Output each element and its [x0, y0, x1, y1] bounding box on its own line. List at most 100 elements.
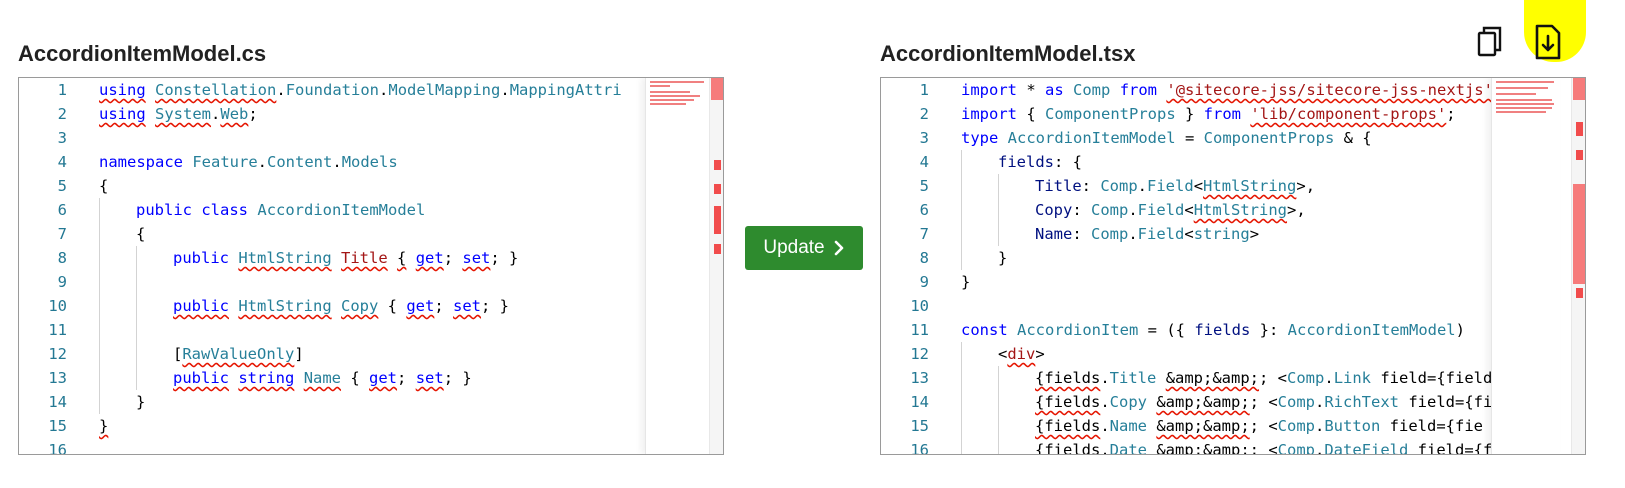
- code-token: AccordionItemModel: [257, 201, 426, 219]
- code-token: namespace: [99, 153, 183, 171]
- left-code-line[interactable]: 16: [19, 438, 723, 454]
- code-token: .: [1100, 417, 1110, 435]
- code-token: ;: [434, 297, 454, 315]
- code-token: {: [99, 177, 109, 195]
- code-token: [1241, 105, 1250, 123]
- right-code-line[interactable]: 10: [881, 294, 1585, 318]
- code-token: .: [379, 81, 389, 99]
- code-token: [1157, 81, 1166, 99]
- download-icon[interactable]: [1528, 22, 1568, 62]
- left-code-text: {: [99, 174, 108, 198]
- code-token: ComponentProps: [1045, 105, 1176, 123]
- code-token: RichText: [1324, 393, 1399, 411]
- code-token: :: [1081, 177, 1101, 195]
- right-code-line[interactable]: 12<div>: [881, 342, 1585, 366]
- right-code-text: type AccordionItemModel = ComponentProps…: [961, 126, 1372, 150]
- code-token: [229, 297, 238, 315]
- code-token: Copy: [1035, 201, 1073, 219]
- code-token: public: [136, 201, 192, 219]
- code-token: <: [1193, 177, 1204, 195]
- indent-guide: [998, 174, 999, 246]
- right-code-line[interactable]: 14{fields.Copy &amp;&amp;; <Comp.RichTex…: [881, 390, 1585, 414]
- code-token: *: [1017, 81, 1045, 99]
- indent-guide: [136, 246, 137, 390]
- right-code-line[interactable]: 9}: [881, 270, 1585, 294]
- code-token: {: [1017, 105, 1045, 123]
- left-code-line[interactable]: 5{: [19, 174, 723, 198]
- left-line-number: 1: [57, 81, 67, 99]
- code-token: ComponentProps: [1203, 129, 1335, 147]
- right-line-number: 13: [910, 369, 929, 387]
- code-token: string: [238, 369, 295, 387]
- code-token: AccordionItem: [1017, 321, 1139, 339]
- code-token: ;: [443, 249, 463, 267]
- code-token: &amp;&amp;: [1156, 393, 1250, 411]
- right-code-line[interactable]: 15{fields.Name &amp;&amp;; <Comp.Button …: [881, 414, 1585, 438]
- code-token: ;: [248, 105, 258, 123]
- code-token: Button: [1324, 417, 1381, 435]
- code-token: field={fie: [1380, 417, 1483, 435]
- left-code-line[interactable]: 15}: [19, 414, 723, 438]
- code-token: {fields: [1035, 441, 1101, 454]
- code-token: [332, 249, 341, 267]
- code-token: MappingAttri: [509, 81, 622, 99]
- left-code-text: public class AccordionItemModel: [136, 198, 425, 222]
- left-code-line[interactable]: 12[RawValueOnly]: [19, 342, 723, 366]
- right-code-line[interactable]: 16{fields.Date &amp;&amp;; <Comp.DateFie…: [881, 438, 1585, 454]
- left-code-line[interactable]: 3: [19, 126, 723, 150]
- left-code-line[interactable]: 11: [19, 318, 723, 342]
- left-code-line[interactable]: 9: [19, 270, 723, 294]
- left-line-number: 14: [48, 393, 67, 411]
- indent-guide: [998, 366, 999, 454]
- left-overview-ruler[interactable]: [709, 78, 723, 454]
- left-code-line[interactable]: 7{: [19, 222, 723, 246]
- left-code-line[interactable]: 14}: [19, 390, 723, 414]
- code-token: DateField: [1324, 441, 1409, 454]
- left-line-number: 6: [57, 201, 67, 219]
- left-minimap[interactable]: [645, 78, 714, 454]
- left-line-number: 11: [48, 321, 67, 339]
- code-token: Title: [341, 249, 388, 267]
- code-token: [1147, 441, 1156, 454]
- code-token: Name: [1035, 225, 1073, 243]
- left-code-text: }: [136, 390, 145, 414]
- code-token: ;: [1446, 105, 1456, 123]
- right-line-number: 11: [910, 321, 929, 339]
- code-token: Constellation: [155, 81, 277, 99]
- right-line-number: 4: [919, 153, 929, 171]
- code-token: [1008, 321, 1017, 339]
- right-code-line[interactable]: 8}: [881, 246, 1585, 270]
- code-token: & {: [1334, 129, 1372, 147]
- code-token: ;: [397, 369, 416, 387]
- right-line-number: 12: [910, 345, 929, 363]
- code-token: Feature: [192, 153, 258, 171]
- left-code-line[interactable]: 6 public class AccordionItemModel: [19, 198, 723, 222]
- right-overview-ruler[interactable]: [1571, 78, 1585, 454]
- left-line-number: 5: [57, 177, 67, 195]
- update-button[interactable]: Update: [745, 226, 863, 270]
- right-minimap[interactable]: [1491, 78, 1560, 454]
- right-code-text: Copy: Comp.Field<HtmlString>,: [1035, 198, 1306, 222]
- right-code-line[interactable]: 13{fields.Title &amp;&amp;; <Comp.Link f…: [881, 366, 1585, 390]
- copy-icon[interactable]: [1470, 22, 1510, 62]
- code-token: .: [276, 81, 286, 99]
- code-token: Field: [1147, 177, 1194, 195]
